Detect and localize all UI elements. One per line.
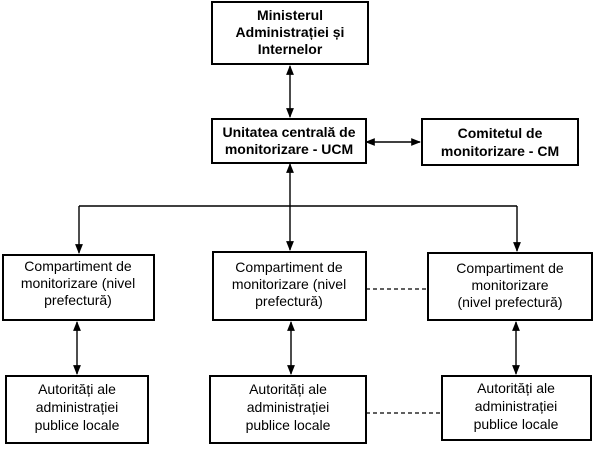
node-comp-mid-line-1: Compartiment de <box>235 259 343 275</box>
node-ministry-line-3: Internelor <box>258 41 323 57</box>
node-auth-left-line-2: administrației <box>36 399 118 415</box>
node-comp-mid: Compartiment de monitorizare (nivel pref… <box>212 251 367 321</box>
node-auth-left: Autorități ale administrației publice lo… <box>5 375 149 444</box>
node-ministry-line-1: Ministerul <box>257 7 323 23</box>
node-comp-right-line-3: (nivel prefectură) <box>457 294 562 310</box>
node-auth-mid: Autorități ale administrației publice lo… <box>209 375 367 444</box>
node-comp-mid-line-2: monitorizare (nivel <box>232 276 346 292</box>
node-auth-right-line-3: publice locale <box>474 416 559 432</box>
node-auth-mid-line-1: Autorități ale <box>249 381 327 397</box>
node-comp-right: Compartiment de monitorizare (nivel pref… <box>427 252 593 321</box>
node-ucm-line-2: monitorizare - UCM <box>225 141 353 157</box>
node-auth-left-line-1: Autorități ale <box>38 381 116 397</box>
node-auth-mid-line-2: administrației <box>247 399 329 415</box>
node-comp-left-line-1: Compartiment de <box>24 258 132 274</box>
node-comp-right-line-1: Compartiment de <box>456 260 564 276</box>
node-cm-line-1: Comitetul de <box>458 125 543 141</box>
node-comp-mid-line-3: prefectură) <box>255 293 323 309</box>
node-auth-right-line-2: administrației <box>475 398 557 414</box>
node-comp-left: Compartiment de monitorizare (nivel pref… <box>2 254 155 321</box>
node-comp-left-line-3: prefectură) <box>44 292 112 308</box>
node-ministry-line-2: Administrației și <box>236 24 345 40</box>
node-cm: Comitetul de monitorizare - CM <box>421 118 579 166</box>
node-auth-right: Autorități ale administrației publice lo… <box>441 375 592 441</box>
node-ucm: Unitatea centrală de monitorizare - UCM <box>211 118 367 164</box>
node-ministry: Ministerul Administrației și Internelor <box>211 1 369 65</box>
node-auth-mid-line-3: publice locale <box>246 417 331 433</box>
node-comp-left-line-2: monitorizare (nivel <box>21 275 135 291</box>
node-comp-right-line-2: monitorizare <box>471 277 548 293</box>
node-auth-right-line-1: Autorități ale <box>477 380 555 396</box>
node-auth-left-line-3: publice locale <box>35 417 120 433</box>
node-cm-line-2: monitorizare - CM <box>441 143 559 159</box>
node-ucm-line-1: Unitatea centrală de <box>222 124 355 140</box>
